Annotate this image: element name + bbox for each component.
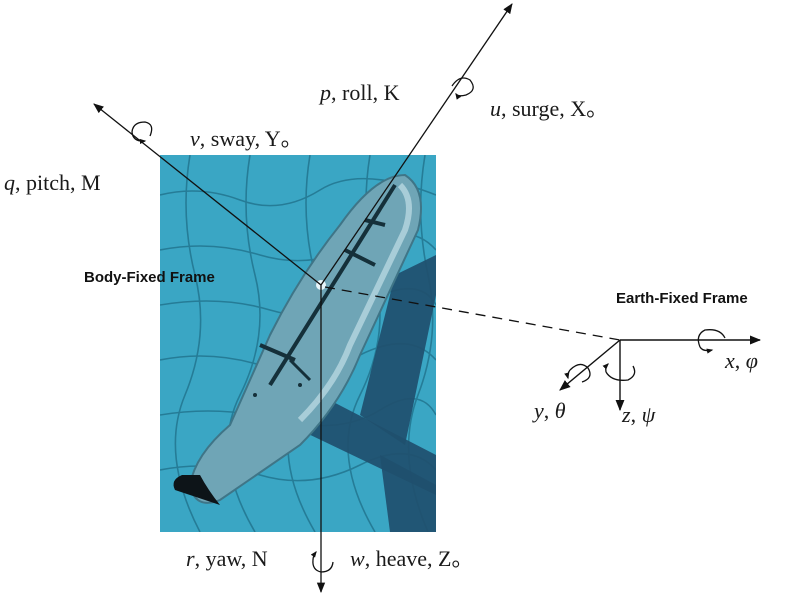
roll-var: p bbox=[320, 80, 331, 105]
suffix: 。 bbox=[451, 546, 474, 571]
earth-y-label: y, θ bbox=[534, 400, 566, 422]
surge-axis bbox=[320, 3, 513, 286]
pitch-rotation-icon bbox=[131, 121, 153, 145]
sep: , bbox=[426, 546, 438, 571]
sep: , bbox=[331, 80, 342, 105]
y-rotation-icon bbox=[569, 363, 591, 383]
heave-name: heave bbox=[375, 546, 427, 571]
surge-force: X bbox=[570, 96, 587, 121]
psi-angle: ψ bbox=[641, 402, 656, 427]
sep: , bbox=[199, 126, 211, 151]
roll-label: p, roll, K bbox=[320, 82, 399, 104]
suffix: 。 bbox=[586, 96, 609, 121]
heave-var: w bbox=[350, 546, 365, 571]
surge-label: u, surge, X。 bbox=[490, 98, 608, 120]
sep: , bbox=[364, 546, 376, 571]
surge-var: u bbox=[490, 96, 501, 121]
roll-moment: K bbox=[383, 80, 400, 105]
theta-angle: θ bbox=[554, 398, 566, 423]
sep: , bbox=[70, 170, 81, 195]
sep: , bbox=[559, 96, 571, 121]
sep: , bbox=[254, 126, 265, 151]
sep: , bbox=[543, 398, 555, 423]
sep: , bbox=[734, 348, 746, 373]
z-var: z bbox=[622, 402, 631, 427]
sep: , bbox=[630, 402, 642, 427]
roll-rotation-icon bbox=[451, 77, 474, 100]
auv-photo bbox=[160, 155, 436, 532]
yaw-label: r, yaw, N bbox=[186, 548, 268, 570]
sway-label: v, sway, Y。 bbox=[190, 128, 303, 150]
earth-y-axis bbox=[559, 339, 621, 391]
z-rotation-icon bbox=[605, 365, 636, 381]
x-var: x bbox=[725, 348, 735, 373]
heave-force: Z bbox=[437, 546, 452, 571]
auv-photo-illustration bbox=[160, 155, 436, 532]
earth-fixed-frame-title: Earth-Fixed Frame bbox=[616, 290, 748, 307]
yaw-name: yaw bbox=[205, 546, 241, 571]
heave-label: w, heave, Z。 bbox=[350, 548, 473, 570]
sway-name: sway bbox=[210, 126, 255, 151]
sway-force: Y bbox=[264, 126, 281, 151]
pitch-label: q, pitch, M bbox=[4, 172, 101, 194]
earth-x-label: x, φ bbox=[725, 350, 758, 372]
sep: , bbox=[501, 96, 512, 121]
sep: , bbox=[15, 170, 26, 195]
earth-z-label: z, ψ bbox=[622, 404, 655, 426]
yaw-rotation-icon bbox=[312, 559, 334, 573]
x-rotation-icon bbox=[697, 329, 726, 348]
sep: , bbox=[194, 546, 206, 571]
phi-angle: φ bbox=[745, 348, 758, 373]
sway-var: v bbox=[190, 126, 200, 151]
surge-name: surge bbox=[512, 96, 560, 121]
pitch-name: pitch bbox=[26, 170, 70, 195]
yaw-moment: N bbox=[251, 546, 268, 571]
suffix: 。 bbox=[280, 126, 303, 151]
sep: , bbox=[240, 546, 252, 571]
pitch-moment: M bbox=[81, 170, 101, 195]
pitch-var: q bbox=[4, 170, 15, 195]
yaw-var: r bbox=[186, 546, 195, 571]
frame-link-dashed-line bbox=[324, 286, 621, 341]
roll-name: roll bbox=[342, 80, 373, 105]
body-fixed-frame-title: Body-Fixed Frame bbox=[84, 269, 215, 286]
y-var: y bbox=[534, 398, 544, 423]
sep: , bbox=[372, 80, 384, 105]
